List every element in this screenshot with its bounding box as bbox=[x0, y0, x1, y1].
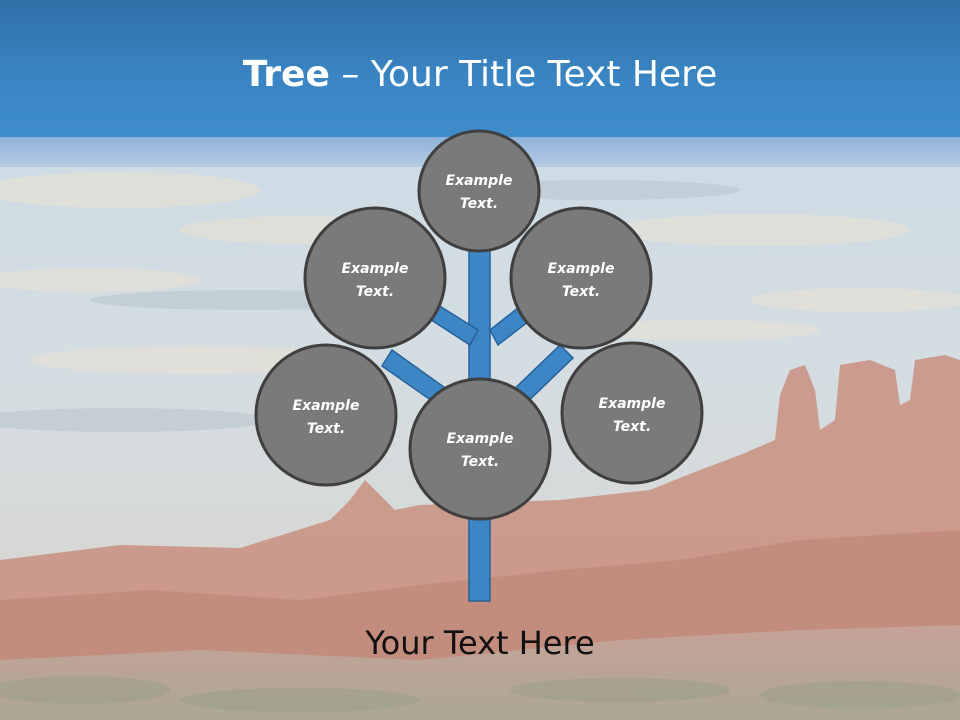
node-upper-left-line2: Text. bbox=[356, 284, 394, 300]
node-upper-left-line1: Example bbox=[342, 261, 409, 277]
header-bar bbox=[0, 0, 960, 137]
slide-title: Tree – Your Title Text Here bbox=[0, 52, 960, 98]
node-top: Example Text. bbox=[417, 129, 541, 253]
node-upper-left: Example Text. bbox=[303, 206, 447, 350]
title-rest-part: – Your Title Text Here bbox=[329, 54, 718, 95]
node-center-line1: Example bbox=[447, 431, 514, 447]
caption-text: Your Text Here bbox=[365, 624, 595, 662]
node-center-line2: Text. bbox=[461, 454, 499, 470]
node-top-line1: Example bbox=[446, 173, 513, 189]
node-lower-right-line2: Text. bbox=[613, 419, 651, 435]
node-upper-right-line2: Text. bbox=[562, 284, 600, 300]
node-lower-right-line1: Example bbox=[599, 396, 666, 412]
node-center: Example Text. bbox=[408, 377, 552, 521]
node-upper-right: Example Text. bbox=[509, 206, 653, 350]
node-top-line2: Text. bbox=[460, 196, 498, 212]
node-lower-left: Example Text. bbox=[254, 343, 398, 487]
node-upper-right-line1: Example bbox=[548, 261, 615, 277]
node-lower-left-line1: Example bbox=[293, 398, 360, 414]
node-lower-right: Example Text. bbox=[560, 341, 704, 485]
title-bold-part: Tree bbox=[242, 54, 330, 95]
node-lower-left-line2: Text. bbox=[307, 421, 345, 437]
